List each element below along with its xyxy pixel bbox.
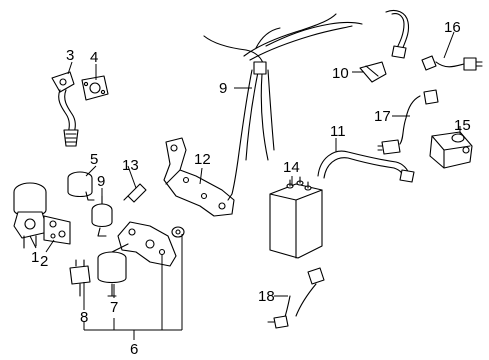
callout-7: 7 xyxy=(110,299,118,316)
callout-13: 13 xyxy=(122,157,139,174)
charcoal-canister-part-14 xyxy=(269,176,323,259)
callout-12: 12 xyxy=(194,151,211,168)
control-valve-part-7 xyxy=(97,251,127,297)
egr-gasket-part-2 xyxy=(43,215,71,245)
connector-part-8 xyxy=(69,259,91,297)
callout-4: 4 xyxy=(90,49,98,66)
gasket-part-4 xyxy=(81,75,109,101)
solenoid-part-5 xyxy=(67,171,95,201)
egr-pipe-part-3 xyxy=(51,71,79,147)
callouts: 3 4 5 9 1 2 13 12 9 10 11 14 16 17 15 18… xyxy=(31,19,471,358)
callout-3: 3 xyxy=(66,47,74,64)
bracket-part-12 xyxy=(163,137,235,217)
vent-hose xyxy=(385,9,410,59)
callout-15: 15 xyxy=(454,117,471,134)
callout-16: 16 xyxy=(444,19,461,36)
callout-9-top: 9 xyxy=(219,80,227,97)
callout-17: 17 xyxy=(374,108,391,125)
callout-1: 1 xyxy=(31,249,39,266)
leader-lines xyxy=(29,31,461,340)
egr-valve-part-1 xyxy=(13,182,49,249)
hose-part-11 xyxy=(317,150,415,183)
callout-5: 5 xyxy=(90,151,98,168)
purge-valve-part-15 xyxy=(429,131,473,169)
callout-6: 6 xyxy=(130,341,138,358)
callout-9-left: 9 xyxy=(97,173,105,190)
callout-11: 11 xyxy=(330,123,346,140)
oxygen-sensor-part-18 xyxy=(267,267,325,329)
clip-part-10 xyxy=(359,61,387,83)
callout-2: 2 xyxy=(40,253,48,270)
callout-10: 10 xyxy=(332,65,349,82)
callout-18: 18 xyxy=(258,288,275,305)
vacuum-hose-harness-part-9 xyxy=(203,13,363,201)
vacuum-modulator-part-9 xyxy=(91,195,113,237)
callout-14: 14 xyxy=(283,159,300,176)
oxygen-sensor-part-17 xyxy=(377,89,439,155)
callout-8: 8 xyxy=(80,309,88,326)
oxygen-sensor-part-16 xyxy=(421,55,483,71)
